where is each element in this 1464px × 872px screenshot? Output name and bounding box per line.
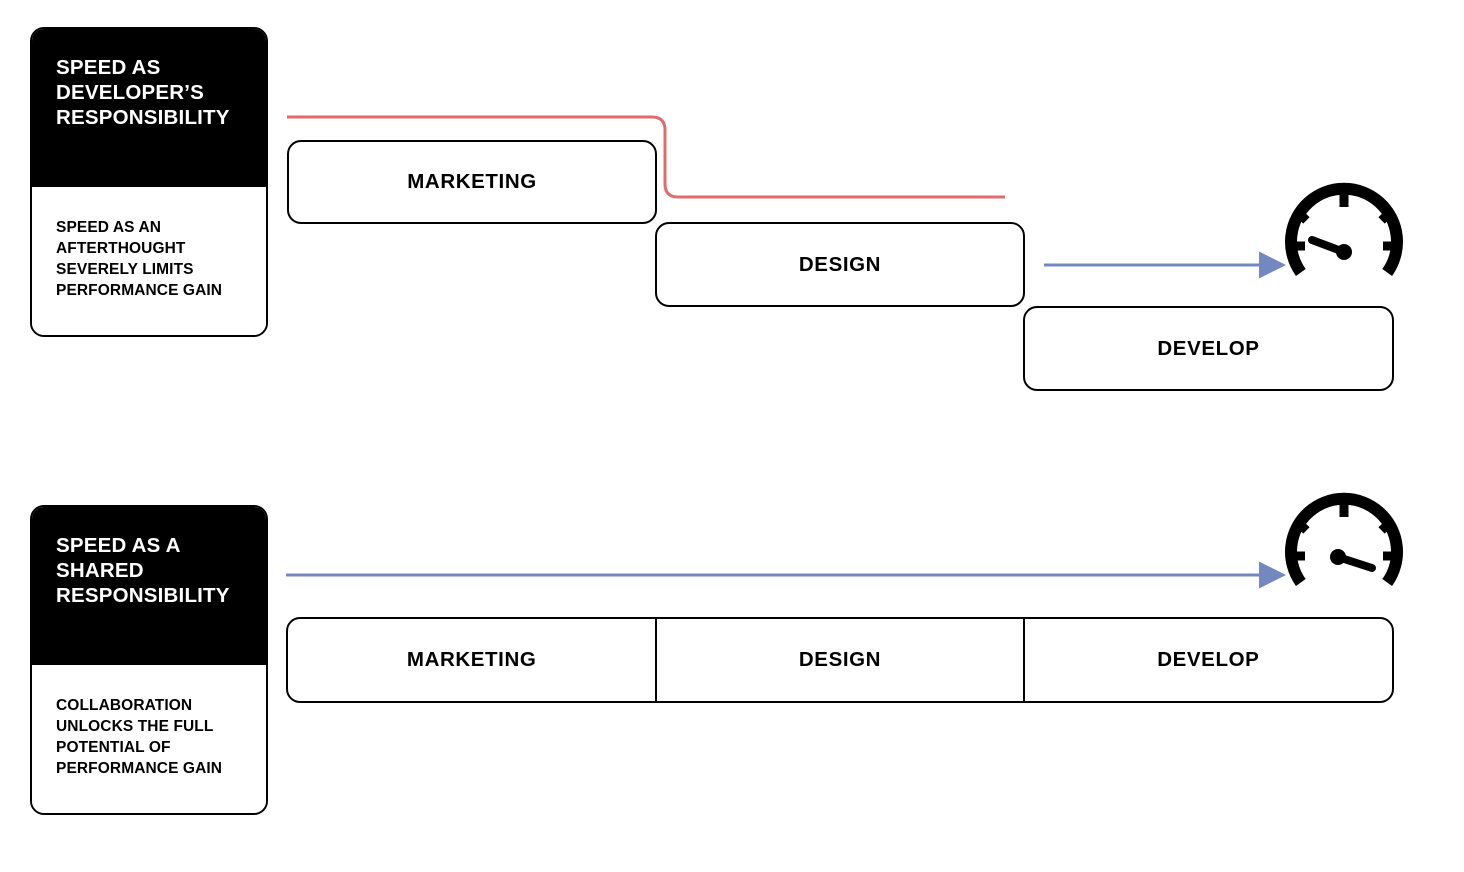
card-heading-developer: SPEED AS DEVELOPER’S RESPONSIBILITY [32,29,266,187]
stage-label-design-shared: DESIGN [798,648,882,671]
stage-label-marketing-shared: MARKETING [406,648,537,671]
speedometer-fast-icon [1285,492,1403,586]
card-heading-shared: SPEED AS A SHARED RESPONSIBILITY [32,507,266,665]
stage-box-marketing-sequential[interactable]: MARKETING [287,140,657,224]
card-speed-as-a-shared-responsibility: SPEED AS A SHARED RESPONSIBILITY COLLABO… [30,505,268,816]
card-speed-as-developers-responsibility: SPEED AS DEVELOPER’S RESPONSIBILITY SPEE… [30,27,268,338]
card-body-shared: COLLABORATION UNLOCKS THE FULL POTENTIAL… [32,665,266,814]
speedometer-slow-icon [1285,182,1403,276]
stage-box-design-sequential[interactable]: DESIGN [655,222,1025,307]
stage-label-develop-sequential: DEVELOP [1157,336,1260,360]
stage-label-develop-shared: DEVELOP [1157,648,1260,671]
combined-stage-bar: MARKETING DESIGN DEVELOP [286,617,1394,703]
stage-label-design-sequential: DESIGN [798,252,882,276]
stage-segment-develop-shared[interactable]: DEVELOP [1025,619,1392,701]
stage-label-marketing-sequential: MARKETING [407,170,537,193]
stage-segment-design-shared[interactable]: DESIGN [657,619,1025,701]
stage-segment-marketing-shared[interactable]: MARKETING [288,619,658,701]
card-body-developer: SPEED AS AN AFTERTHOUGHT SEVERELY LIMITS… [32,187,266,336]
stage-box-develop-sequential[interactable]: DEVELOP [1023,306,1394,391]
